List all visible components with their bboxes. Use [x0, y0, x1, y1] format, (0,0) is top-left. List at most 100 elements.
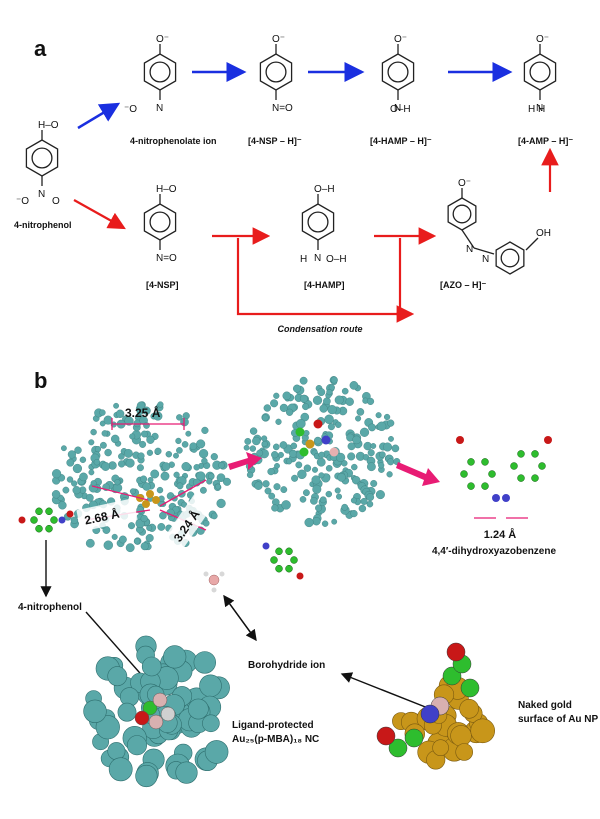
ligand-atom: [124, 416, 134, 426]
nitrophenol-ball-model: [18, 507, 74, 533]
azo-ring-left: [460, 458, 496, 490]
aromatic-circle: [500, 248, 520, 268]
ligand-atom: [319, 404, 328, 413]
ligand-atom: [150, 469, 160, 479]
space-fill-atom: [135, 764, 158, 788]
carbon-atom: [481, 482, 489, 490]
atom-label: N: [394, 103, 401, 114]
hydroxylamine-h: H: [300, 254, 307, 265]
ligand-atom: [142, 482, 151, 491]
pink-arrow-1: [228, 452, 262, 470]
ligand-atom: [318, 472, 325, 479]
ligand-atom: [384, 413, 391, 421]
aromatic-circle: [452, 204, 472, 224]
ligand-atom: [139, 440, 147, 448]
space-fill-atom: [202, 714, 220, 733]
ligand-atom: [100, 441, 107, 449]
ligand-atom: [140, 542, 149, 551]
ligand-atom: [145, 534, 154, 543]
hydroxylamine-oh: O–H: [390, 104, 411, 115]
oxygen-atom: [66, 510, 74, 518]
ligand-atom: [334, 487, 341, 494]
aromatic-circle: [529, 61, 551, 83]
ligand-atom: [366, 493, 375, 501]
ligand-atom: [304, 517, 314, 528]
ligand-atom: [286, 458, 293, 465]
benzene-ring: [143, 53, 177, 91]
ligand-atom: [312, 484, 322, 494]
ligand-atom: [74, 446, 82, 454]
ligand-atom: [165, 451, 173, 458]
borohydride-label: Borohydride ion: [248, 660, 325, 671]
adsorbed-atom: [142, 700, 158, 716]
ligand-atom: [117, 460, 126, 468]
label-azo-minus: [AZO – H]⁻: [440, 280, 486, 290]
nitro-o: ⁻O: [124, 104, 137, 115]
ligand-atom: [210, 512, 218, 520]
ligand-atom: [282, 391, 292, 401]
ligand-atom: [208, 473, 215, 480]
carbon-atom: [488, 470, 496, 478]
nitrogen-atom: [502, 494, 510, 502]
adsorbed-atom: [404, 728, 424, 748]
ligand-atom: [271, 451, 279, 459]
ligand-atom: [366, 397, 375, 406]
mol-hamp: O–HN: [301, 184, 335, 264]
oh-bond: [525, 237, 539, 251]
ligand-atom: [189, 442, 198, 451]
ligand-atom: [202, 520, 210, 527]
ligand-atom: [129, 488, 136, 495]
ligand-atom: [88, 439, 95, 446]
ligand-atom: [286, 408, 294, 416]
reactant-atom: [299, 447, 309, 457]
space-fill-atom: [450, 725, 472, 747]
benzene-ring: [495, 241, 525, 275]
nitro-o: ⁻O: [16, 196, 29, 207]
carbon-atom: [531, 450, 539, 458]
condensation-route-label: Condensation route: [278, 324, 363, 334]
carbon-atom: [45, 507, 53, 516]
nitrogen-atom: [58, 516, 66, 524]
mol-nsp: H–O N=O: [143, 184, 177, 264]
ligand-atom: [136, 506, 144, 514]
ligand-atom: [297, 469, 307, 479]
small-molecule-models: [18, 507, 304, 593]
atom-label: H–O: [156, 184, 177, 195]
condensation-loop: [236, 238, 402, 316]
nc-label-line2: Au₂₅(p-MBA)₁₈ NC: [232, 734, 319, 745]
ligand-atom: [325, 464, 333, 472]
ligand-atom: [281, 500, 291, 510]
ligand-atom: [350, 497, 357, 504]
ligand-atom: [296, 419, 306, 429]
carbon-atom: [285, 564, 293, 573]
ligand-atom: [334, 395, 344, 405]
carbon-atom: [35, 524, 43, 533]
ligand-atom: [252, 436, 261, 446]
distance-left-label: 2.68 Å: [83, 506, 121, 528]
nanocluster-product-complex: [243, 376, 401, 528]
carbon-atom: [460, 470, 468, 478]
ligand-atom: [156, 486, 164, 494]
ligand-atom: [351, 463, 358, 471]
ligand-atom: [312, 517, 321, 526]
ligand-atom: [290, 442, 298, 450]
carbon-atom: [467, 482, 475, 490]
panel-b-letter: b: [34, 368, 47, 393]
ligand-atom: [137, 452, 145, 460]
ligand-atom: [201, 457, 208, 465]
atom-label: N=O: [156, 253, 177, 264]
panel-a-letter: a: [34, 36, 47, 61]
ligand-atom: [302, 403, 310, 411]
ligand-atom: [71, 480, 78, 487]
dist-left-bg: [76, 498, 138, 532]
ligand-atom: [66, 458, 75, 467]
ligand-atom: [216, 473, 226, 483]
ligand-atom: [206, 478, 213, 485]
reactant-atom: [321, 435, 331, 445]
gold-atom: [142, 500, 150, 508]
space-fill-atom: [455, 743, 474, 761]
reactant-atom: [313, 419, 323, 429]
condensation-route-arrows: [73, 147, 559, 323]
space-fill-atom: [163, 645, 187, 669]
ligand-atom: [312, 395, 323, 405]
